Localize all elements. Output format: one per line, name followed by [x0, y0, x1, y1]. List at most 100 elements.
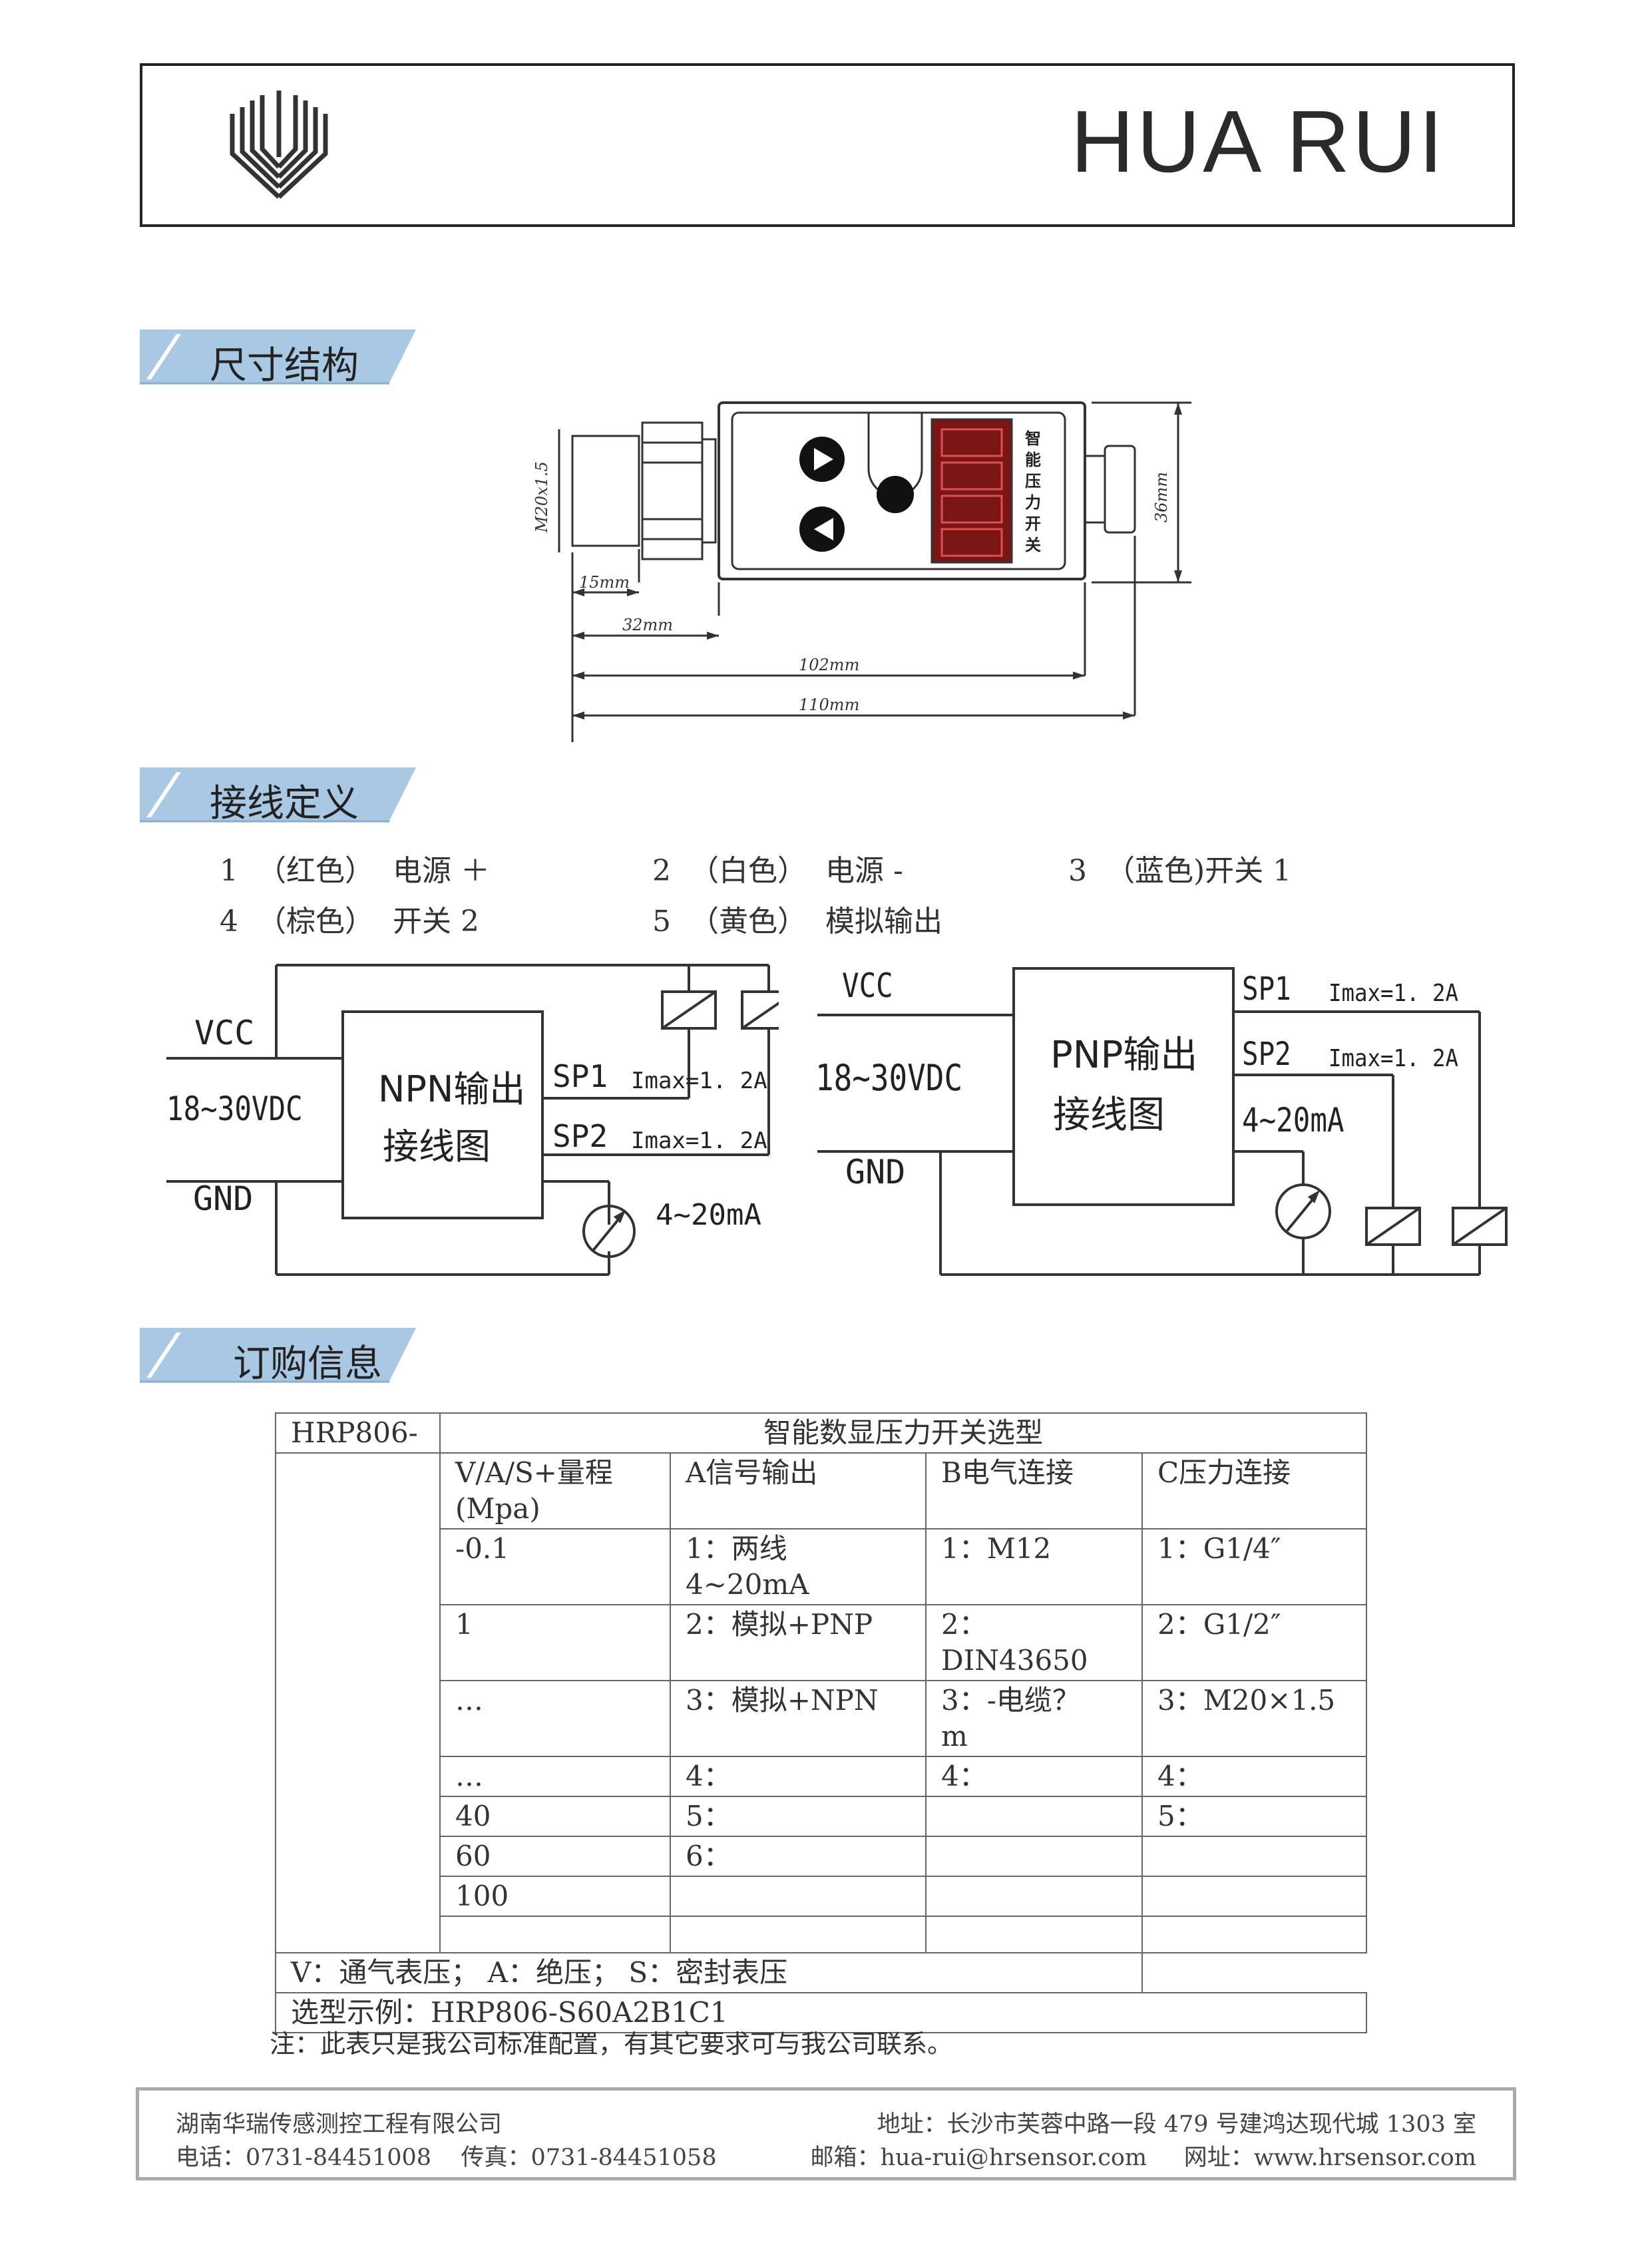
column-header: C压力连接: [1141, 1452, 1368, 1529]
table-cell: [670, 1876, 927, 1917]
wire-5: 5 （黄色） 模拟输出: [652, 905, 942, 938]
device-label-char: 关: [1025, 535, 1041, 554]
pnp-vcc-label: VCC: [842, 966, 893, 1005]
table-cell: 1：两线 4~20mA: [670, 1528, 927, 1605]
npn-sp2-label: SP2: [552, 1118, 608, 1154]
npn-analog-label: 4~20mA: [656, 1198, 761, 1232]
dim-102mm-label: 102mm: [799, 656, 859, 674]
page-header: HUA RUI: [140, 63, 1515, 227]
npn-sp1-imax: Imax=1. 2A: [631, 1068, 767, 1094]
wire-2: 2 （白色） 电源 -: [652, 854, 903, 888]
npn-title-2: 接线图: [383, 1125, 491, 1167]
table-cell: 5：: [1141, 1796, 1368, 1837]
table-cell: 2：模拟+PNP: [670, 1604, 927, 1681]
dim-32mm-label: 32mm: [622, 616, 673, 634]
table-cell: [925, 1916, 1143, 1953]
device-label-char: 开: [1025, 514, 1041, 533]
table-cell: 4：: [670, 1756, 927, 1797]
table-cell: [670, 1916, 927, 1953]
set-button-icon: [877, 476, 914, 513]
table-row: …4：4：4：: [276, 1756, 1368, 1797]
footer-company: 湖南华瑞传感测控工程有限公司: [176, 2111, 503, 2138]
table-cell: 3：-电缆？ m: [925, 1680, 1143, 1757]
npn-sp1-label: SP1: [552, 1058, 608, 1094]
table-cell: 1：M12: [925, 1528, 1143, 1605]
pnp-gnd-label: GND: [845, 1153, 906, 1191]
pnp-sp2-imax: Imax=1. 2A: [1329, 1045, 1459, 1072]
wire-4: 4 （棕色） 开关 2: [220, 905, 479, 938]
footer-contact: 邮箱：hua-rui@hrsensor.com 网址：www.hrsensor.…: [810, 2144, 1476, 2171]
model-blank-cell: [275, 1452, 441, 1953]
npn-gnd-label: GND: [193, 1179, 254, 1218]
table-cell: 3：M20×1.5: [1141, 1680, 1368, 1757]
table-cell: [925, 1876, 1143, 1917]
table-cell: 2：G1/2″: [1141, 1604, 1368, 1681]
column-header: A信号输出: [670, 1452, 927, 1529]
pnp-title-2: 接线图: [1053, 1094, 1165, 1137]
pnp-wiring-diagram: [817, 967, 1508, 1276]
table-cell: …: [439, 1756, 671, 1797]
npn-title-1: NPN输出: [378, 1068, 526, 1110]
table-cell: 4：: [925, 1756, 1143, 1797]
device-label-char: 力: [1025, 493, 1041, 512]
table-cell: 1：G1/4″: [1141, 1528, 1368, 1605]
pnp-title-1: PNP输出: [1050, 1034, 1198, 1077]
pnp-voltage-label: 18~30VDC: [815, 1057, 963, 1099]
table-cell: 60: [439, 1836, 671, 1877]
table-cell: 40: [439, 1796, 671, 1837]
device-label-char: 压: [1025, 471, 1041, 491]
dim-110mm-label: 110mm: [799, 696, 859, 714]
table-cell: 6：: [670, 1836, 927, 1877]
table-cell: [1141, 1916, 1368, 1953]
brand-name: HUA RUI: [1070, 93, 1446, 190]
table-cell: [1141, 1876, 1368, 1917]
table-cell: 4：: [1141, 1756, 1368, 1797]
table-cell: 1: [439, 1604, 671, 1681]
footer-address: 地址：长沙市芙蓉中路一段 479 号建鸿达现代城 1303 室: [877, 2111, 1476, 2138]
device-label-char: 智: [1025, 429, 1041, 448]
table-cell: …: [439, 1680, 671, 1757]
dim-thread-label: M20x1.5: [532, 461, 551, 533]
pnp-sp2-label: SP2: [1242, 1036, 1291, 1073]
npn-sp2-imax: Imax=1. 2A: [631, 1127, 767, 1154]
npn-voltage-label: 18~30VDC: [166, 1090, 303, 1128]
model-prefix: HRP806-: [275, 1412, 441, 1454]
column-header: V/A/S+量程 (Mpa): [439, 1452, 671, 1529]
table-cell: [925, 1836, 1143, 1877]
npn-wiring-diagram: [166, 964, 779, 1276]
table-cell: 3：模拟+NPN: [670, 1680, 927, 1757]
column-header: B电气连接: [925, 1452, 1143, 1529]
dim-36mm-label: 36mm: [1152, 472, 1171, 522]
wire-3: 3 （蓝色)开关 1: [1068, 854, 1292, 888]
dim-15mm-label: 15mm: [579, 573, 630, 592]
led-display: [930, 418, 1013, 564]
table-cell: 5：: [670, 1796, 927, 1837]
section-header-ordering: 订购信息: [140, 1324, 419, 1386]
table-legend: V：通气表压； A：绝压； S：密封表压: [275, 1952, 1143, 1993]
table-cell: [925, 1796, 1143, 1837]
table-row: 100: [276, 1876, 1368, 1917]
thread-part: [571, 435, 640, 547]
table-title: 智能数显压力开关选型: [439, 1412, 1368, 1454]
pnp-sp1-imax: Imax=1. 2A: [1329, 980, 1459, 1007]
pnp-analog-label: 4~20mA: [1242, 1101, 1344, 1139]
dimension-drawing: 智 能 压 力 开 关 M20x1.5 15mm 32mm 102mm 110m…: [532, 401, 1191, 742]
page-footer: 湖南华瑞传感测控工程有限公司 电话：0731-84451008 传真：0731-…: [136, 2087, 1516, 2180]
table-row: [276, 1916, 1368, 1953]
device-label-char: 能: [1025, 450, 1041, 469]
device-label: 智 能 压 力 开 关: [1025, 429, 1041, 554]
selection-example: 选型示例：HRP806-S60A2B1C1: [274, 1992, 1368, 2033]
pnp-sp1-label: SP1: [1242, 970, 1291, 1008]
wire-1: 1 （红色） 电源 ＋: [220, 854, 490, 888]
table-cell: 2： DIN43650: [925, 1604, 1143, 1681]
table-cell: [439, 1916, 671, 1953]
section-header-dimension: 尺寸结构: [140, 326, 419, 387]
footer-phone: 电话：0731-84451008 传真：0731-84451058: [176, 2144, 717, 2171]
npn-vcc-label: VCC: [194, 1014, 255, 1052]
